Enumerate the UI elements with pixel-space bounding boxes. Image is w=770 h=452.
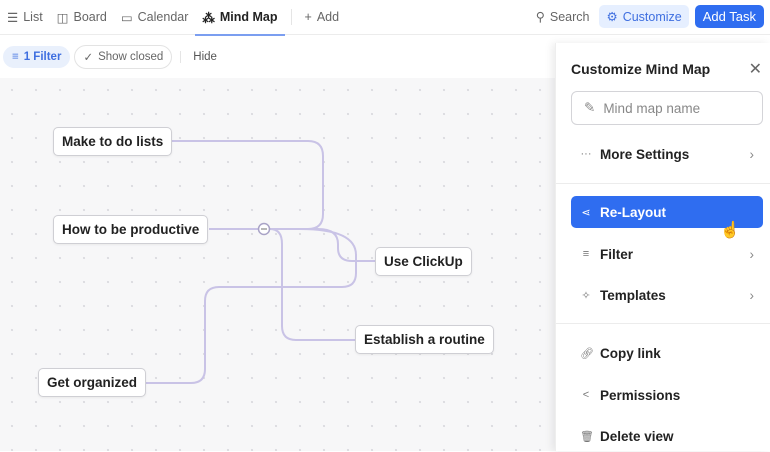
hide-button[interactable]: Hide <box>180 50 229 63</box>
relayout-icon: ⋖ <box>581 206 591 219</box>
connector <box>144 261 357 384</box>
calendar-icon: ▭ <box>120 10 133 25</box>
add-view-button[interactable]: +Add <box>304 10 340 24</box>
show-closed-button[interactable]: ✓Show closed <box>74 44 173 69</box>
more-settings-item[interactable]: ···More Settings› <box>580 146 755 162</box>
connector <box>270 228 375 262</box>
connector <box>269 228 355 341</box>
chevron-right-icon: › <box>749 287 755 303</box>
permissions-item[interactable]: <Permissions <box>571 379 763 411</box>
mind-map-node[interactable]: How to be productive <box>53 215 209 244</box>
link-icon: 🔗︎ <box>580 347 594 360</box>
hand-cursor-icon: ☝ <box>720 222 740 239</box>
search-icon: ⚲ <box>535 10 545 24</box>
divider <box>556 183 770 184</box>
mind-map-icon: ⁂ <box>202 10 215 25</box>
divider <box>556 323 770 324</box>
tab-list[interactable]: ☰List <box>7 10 43 25</box>
templates-item[interactable]: ✧Templates› <box>581 287 755 303</box>
mind-map-node[interactable]: Establish a routine <box>355 325 494 354</box>
share-icon: < <box>582 389 590 401</box>
divider <box>290 9 292 25</box>
toolbar: ≡1 Filter ✓Show closed Hide <box>0 35 555 78</box>
tab-mind-map[interactable]: ⁂Mind Map <box>195 0 285 36</box>
delete-view-item[interactable]: 🗑︎Delete view <box>580 428 674 444</box>
mind-map-connectors <box>144 140 375 384</box>
copy-link-item[interactable]: 🔗︎Copy link <box>580 345 661 361</box>
tab-board[interactable]: ◫Board <box>56 10 107 25</box>
mind-map-node[interactable]: Use ClickUp <box>375 247 472 276</box>
pencil-icon: ✎ <box>584 100 596 115</box>
relayout-button[interactable]: ⋖Re-Layout <box>571 196 763 228</box>
customize-panel: Customize Mind Map ✕ ✎Mind map name ···M… <box>555 43 770 451</box>
trash-icon: 🗑︎ <box>580 430 594 443</box>
tab-calendar[interactable]: ▭Calendar <box>120 10 189 25</box>
plus-icon: + <box>304 10 312 24</box>
chevron-right-icon: › <box>749 146 755 162</box>
chevron-right-icon: › <box>749 246 755 262</box>
customize-button[interactable]: ⚙Customize <box>599 5 689 28</box>
filter-item[interactable]: ≡Filter› <box>571 238 763 270</box>
board-icon: ◫ <box>56 10 69 25</box>
mind-map-name-input[interactable]: ✎Mind map name <box>571 91 763 125</box>
view-tabs-bar: ☰List ◫Board ▭Calendar ⁂Mind Map +Add ⚲S… <box>0 0 770 36</box>
add-task-button[interactable]: Add Task <box>694 5 764 28</box>
close-icon[interactable]: ✕ <box>748 61 762 78</box>
ellipsis-icon: ··· <box>580 148 592 160</box>
connector <box>299 228 357 261</box>
magic-wand-icon: ✧ <box>581 289 591 302</box>
filter-icon: ≡ <box>582 248 590 260</box>
filter-button[interactable]: ≡1 Filter <box>3 45 71 68</box>
filter-icon: ≡ <box>12 50 19 63</box>
search-button[interactable]: ⚲Search <box>535 9 590 25</box>
mind-map-node[interactable]: Make to do lists <box>53 127 173 156</box>
list-icon: ☰ <box>7 10 19 25</box>
gear-icon: ⚙ <box>606 10 618 24</box>
panel-title: Customize Mind Map <box>571 61 711 77</box>
mind-map-node[interactable]: Get organized <box>38 368 147 397</box>
check-circle-icon: ✓ <box>83 51 94 64</box>
